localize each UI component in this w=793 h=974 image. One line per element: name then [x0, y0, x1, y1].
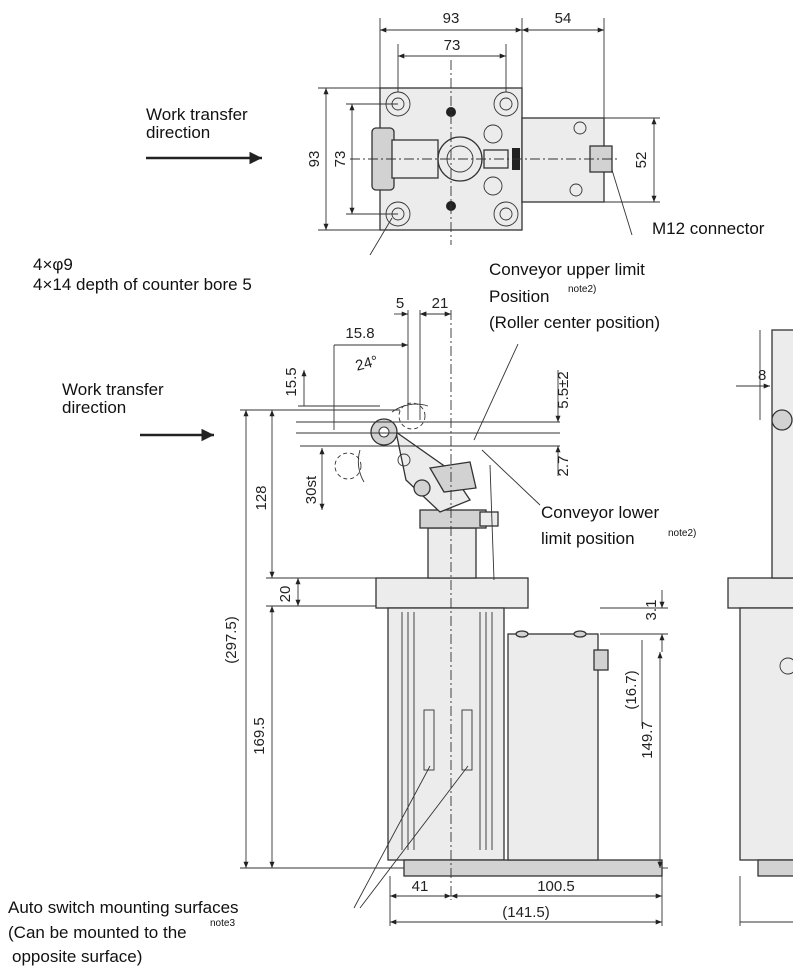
- right-dim-8-label: 8: [758, 367, 766, 384]
- dim-93-top-label: 93: [443, 10, 460, 27]
- side-motor: [507, 633, 599, 861]
- lower-limit-line1: Conveyor lower: [541, 503, 659, 522]
- dim-15-5-label: 15.5: [283, 367, 300, 396]
- upper-limit-note: note2): [568, 284, 596, 295]
- side-base-plate: [403, 859, 663, 877]
- auto-switch-line1: Auto switch mounting surfaces: [8, 898, 239, 917]
- dim-5-label: 5: [396, 295, 404, 312]
- side-rod-head: [419, 509, 487, 529]
- side-motor-connector: [593, 649, 609, 671]
- lower-limit-line2: limit position: [541, 529, 635, 548]
- side-rod-housing: [427, 527, 477, 579]
- upper-limit-line3: (Roller center position): [489, 313, 660, 332]
- side-stopper-block: [479, 511, 499, 527]
- side-roller-ghost-up: [398, 402, 426, 430]
- dim-52-label: 52: [633, 152, 650, 169]
- side-cylinder-body: [387, 607, 505, 861]
- hole-note-line1: 4×φ9: [33, 255, 73, 274]
- m12-connector-label: M12 connector: [652, 219, 765, 238]
- right-view-partial: 8: [727, 329, 793, 926]
- auto-switch-note-top: note3: [210, 918, 235, 929]
- hole-note-line2: 4×14 depth of counter bore 5: [33, 275, 252, 294]
- dim-100-5-label: 100.5: [537, 878, 575, 895]
- dim-93-side-label: 93: [306, 151, 323, 168]
- dim-3-1-label: 3.1: [643, 600, 660, 621]
- upper-limit-line2: Position: [489, 287, 549, 306]
- auto-switch-line3: opposite surface): [12, 947, 142, 966]
- label-line: direction: [62, 398, 126, 417]
- hole-leader: [369, 217, 393, 256]
- dim-73-side-label: 73: [332, 151, 349, 168]
- lower-limit-note: note2): [668, 528, 696, 539]
- dim-2-7-label: 2.7: [555, 456, 572, 477]
- dim-141-5-label: (141.5): [502, 904, 550, 921]
- upper-limit-line1: Conveyor upper limit: [489, 260, 645, 279]
- dim-149-7-label: 149.7: [639, 721, 656, 759]
- dim-30st-label: 30st: [303, 475, 320, 504]
- dim-41-label: 41: [412, 878, 429, 895]
- side-view: Conveyor upper limit Position note2) (Ro…: [62, 260, 696, 926]
- dim-54-label: 54: [555, 10, 572, 27]
- dim-20-label: 20: [277, 586, 294, 603]
- side-cylinder-ribs: [401, 612, 493, 850]
- dim-5-5-label: 5.5±2: [555, 371, 572, 408]
- connector-leader: [611, 169, 633, 236]
- auto-switch-line2: (Can be mounted to the: [8, 923, 187, 942]
- dim-169-5-label: 169.5: [251, 717, 268, 755]
- label-line: direction: [146, 123, 210, 142]
- dim-73-top-label: 73: [444, 37, 461, 54]
- side-roller-ghost-down: [334, 452, 362, 480]
- dim-16-7-label: (16.7): [623, 670, 640, 709]
- side-flange: [375, 577, 529, 609]
- dim-24-label: 24°: [354, 353, 380, 375]
- dim-15-8-label: 15.8: [345, 325, 374, 342]
- dim-21-label: 21: [432, 295, 449, 312]
- dim-128-label: 128: [253, 485, 270, 510]
- dim-297-5-label: (297.5): [223, 616, 240, 664]
